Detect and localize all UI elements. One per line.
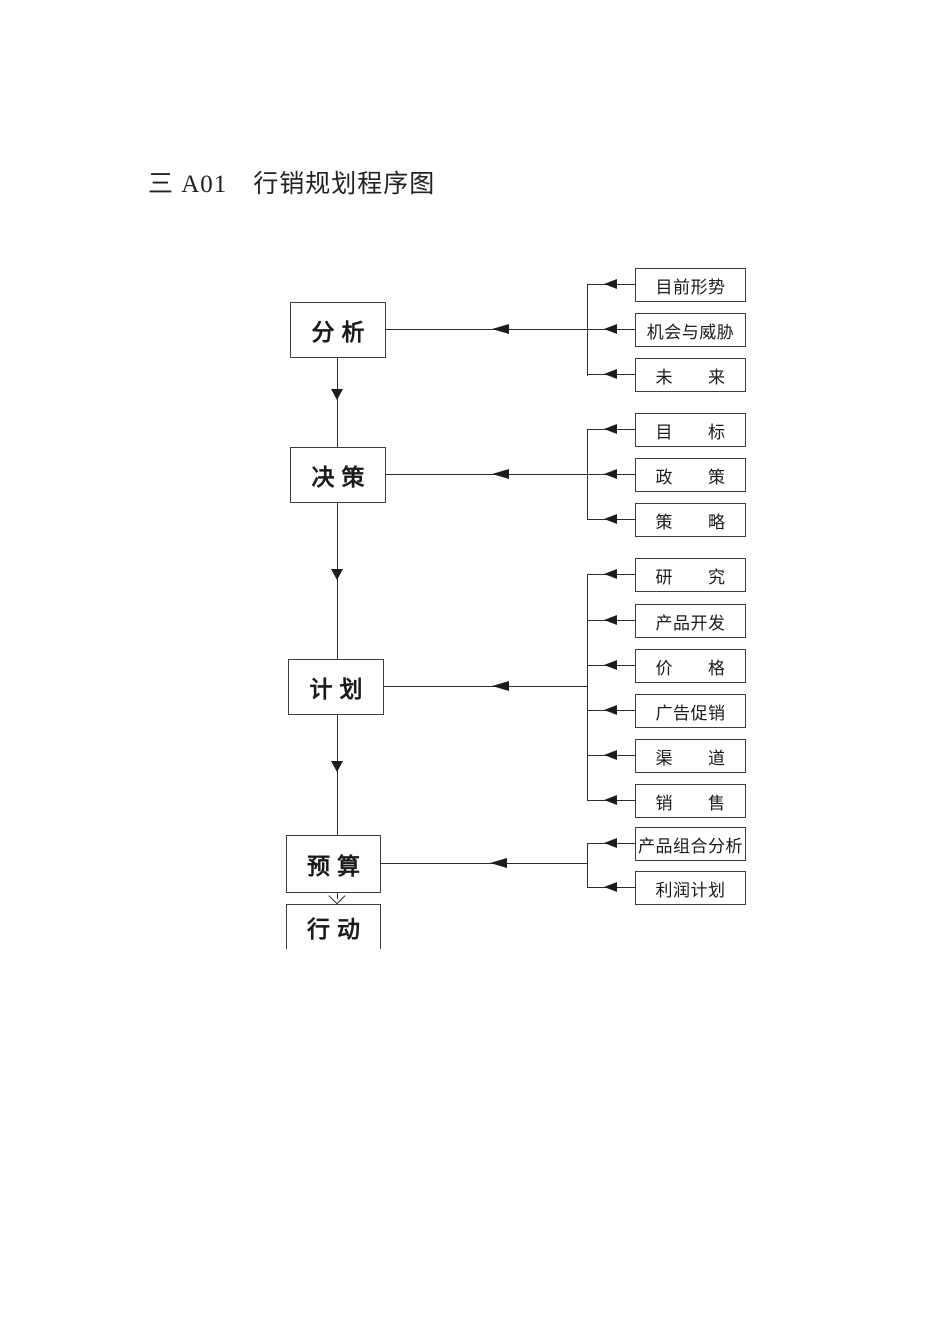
item-box-channel: 渠 道 [635, 739, 746, 773]
item-stub-line [587, 284, 635, 285]
arrowhead-down-icon [331, 389, 343, 400]
connector-analysis-decision-line [337, 358, 338, 447]
arrowhead-down-icon [331, 761, 343, 772]
arrowhead-left-icon [604, 424, 617, 434]
connector-decision-plan-line [337, 503, 338, 659]
arrowhead-left-icon [492, 469, 509, 479]
group-main-line [386, 329, 587, 330]
arrowhead-left-icon [604, 882, 617, 892]
group-spine-line [587, 574, 588, 801]
item-stub-line [587, 574, 635, 575]
item-stub-line [587, 800, 635, 801]
connector-budget-action-line [337, 893, 338, 899]
item-box-sales: 销 售 [635, 784, 746, 818]
group-spine-line [587, 843, 588, 888]
group-main-line [386, 474, 587, 475]
arrowhead-left-icon [604, 838, 617, 848]
arrowhead-left-icon [604, 514, 617, 524]
stage-box-decision: 决策 [290, 447, 386, 503]
item-box-policy: 政 策 [635, 458, 746, 492]
stage-box-analysis: 分析 [290, 302, 386, 358]
arrowhead-left-icon [604, 279, 617, 289]
item-box-goals: 目 标 [635, 413, 746, 447]
item-box-future: 未 来 [635, 358, 746, 392]
group-main-line [384, 686, 587, 687]
arrowhead-left-icon [604, 369, 617, 379]
item-stub-line [587, 710, 635, 711]
item-box-price: 价 格 [635, 649, 746, 683]
item-stub-line [587, 887, 635, 888]
arrowhead-left-icon [604, 615, 617, 625]
stage-box-action: 行动 [286, 904, 381, 949]
arrowhead-left-icon [604, 469, 617, 479]
item-stub-line [587, 620, 635, 621]
item-stub-line [587, 665, 635, 666]
arrowhead-left-icon [604, 750, 617, 760]
item-stub-line [587, 755, 635, 756]
group-spine-line [587, 284, 588, 376]
group-main-line [381, 863, 587, 864]
item-stub-line [587, 474, 635, 475]
item-stub-line [587, 843, 635, 844]
arrowhead-down-icon [331, 569, 343, 580]
item-box-research: 研 究 [635, 558, 746, 592]
item-stub-line [587, 429, 635, 430]
item-stub-line [587, 519, 635, 520]
item-box-profit-plan: 利润计划 [635, 871, 746, 905]
item-stub-line [587, 329, 635, 330]
item-box-advertising-promotion: 广告促销 [635, 694, 746, 728]
arrowhead-left-icon [604, 660, 617, 670]
item-box-product-mix-analysis: 产品组合分析 [635, 827, 746, 861]
arrowhead-left-icon [604, 569, 617, 579]
item-stub-line [587, 374, 635, 375]
stage-box-plan: 计划 [288, 659, 384, 715]
group-spine-line [587, 429, 588, 520]
connector-plan-budget-line [337, 715, 338, 835]
stage-box-budget: 预算 [286, 835, 381, 893]
item-box-strategy: 策 略 [635, 503, 746, 537]
page-title: 三 A01 行销规划程序图 [148, 171, 436, 198]
arrowhead-left-icon [490, 858, 507, 868]
arrowhead-left-icon [492, 681, 509, 691]
item-box-opportunities-threats: 机会与威胁 [635, 313, 746, 347]
arrowhead-left-icon [604, 795, 617, 805]
arrowhead-left-icon [604, 705, 617, 715]
item-box-current-situation: 目前形势 [635, 268, 746, 302]
item-box-product-development: 产品开发 [635, 604, 746, 638]
arrowhead-left-icon [492, 324, 509, 334]
arrowhead-left-icon [604, 324, 617, 334]
